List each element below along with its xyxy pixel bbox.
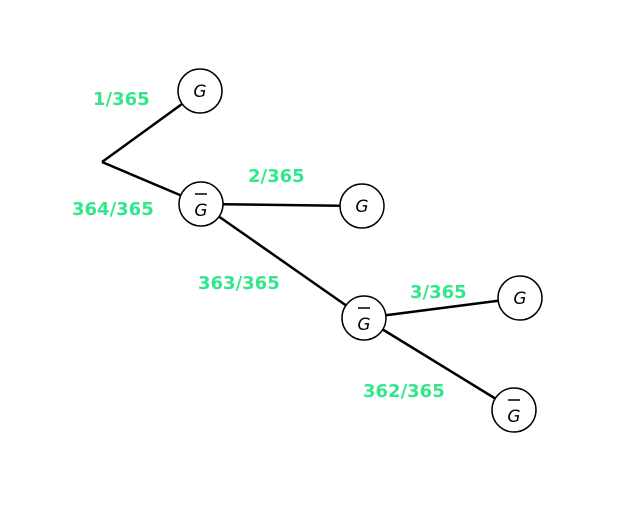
edge-line	[101, 160, 182, 197]
node-circle	[497, 275, 543, 321]
node-label-not-g: G	[507, 407, 520, 427]
edge-probability-label: 2/365	[248, 166, 305, 187]
edge-line	[385, 299, 499, 317]
edge-probability-label: 3/365	[410, 282, 467, 303]
node-label-g: G	[193, 82, 206, 102]
node-circle	[491, 387, 537, 433]
edge-probability-label: 1/365	[93, 89, 150, 110]
edge-probability-label: 364/365	[72, 199, 154, 220]
node-circle	[177, 68, 223, 114]
edge-line	[101, 102, 183, 164]
edge-probability-label: 363/365	[198, 273, 280, 294]
node-circle	[178, 181, 224, 227]
edge-probability-label: 362/365	[363, 381, 445, 402]
edge-line	[222, 203, 341, 207]
node-label-g: G	[355, 197, 368, 217]
edge-line	[382, 328, 496, 400]
edge-line	[218, 215, 347, 307]
node-label-not-g: G	[357, 315, 370, 335]
node-label-g: G	[513, 289, 526, 309]
node-circle	[341, 295, 387, 341]
node-circle	[339, 183, 385, 229]
node-label-not-g: G	[194, 201, 207, 221]
